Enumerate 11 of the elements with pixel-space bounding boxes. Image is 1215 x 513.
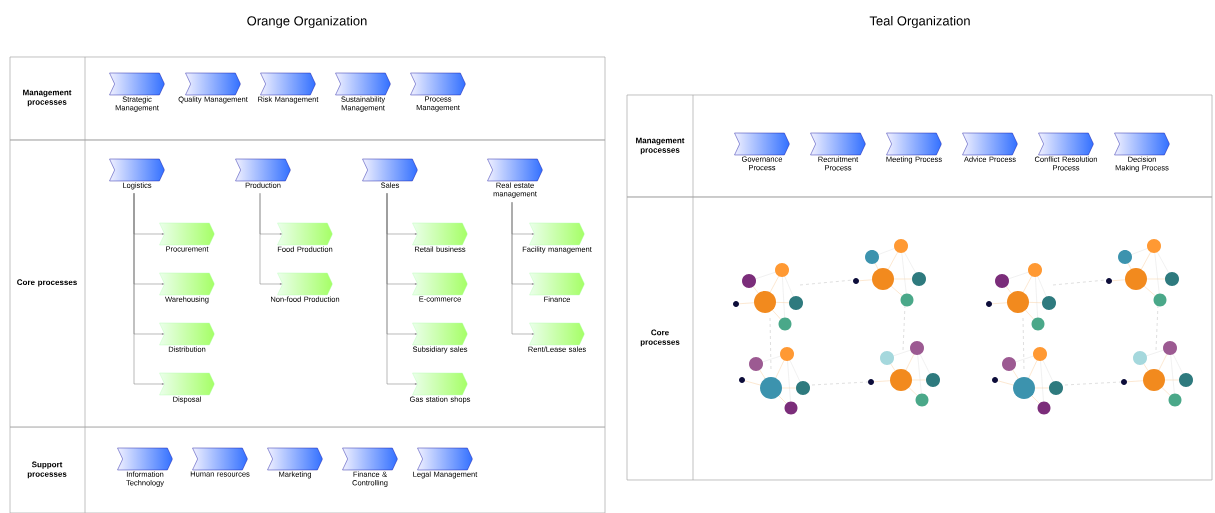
arrow <box>259 192 282 285</box>
lane-label: Support processes <box>27 461 67 479</box>
lane-label: Core processes <box>17 279 77 287</box>
section-title: Orange Organization <box>247 15 367 29</box>
arrow <box>511 201 534 335</box>
section-title: Teal Organization <box>869 15 970 29</box>
arrow <box>133 192 164 385</box>
lane-label: Core processes <box>640 329 680 347</box>
lane-label: Management processes <box>636 137 685 155</box>
arrow <box>386 192 417 385</box>
lane-label: Management processes <box>23 89 72 107</box>
